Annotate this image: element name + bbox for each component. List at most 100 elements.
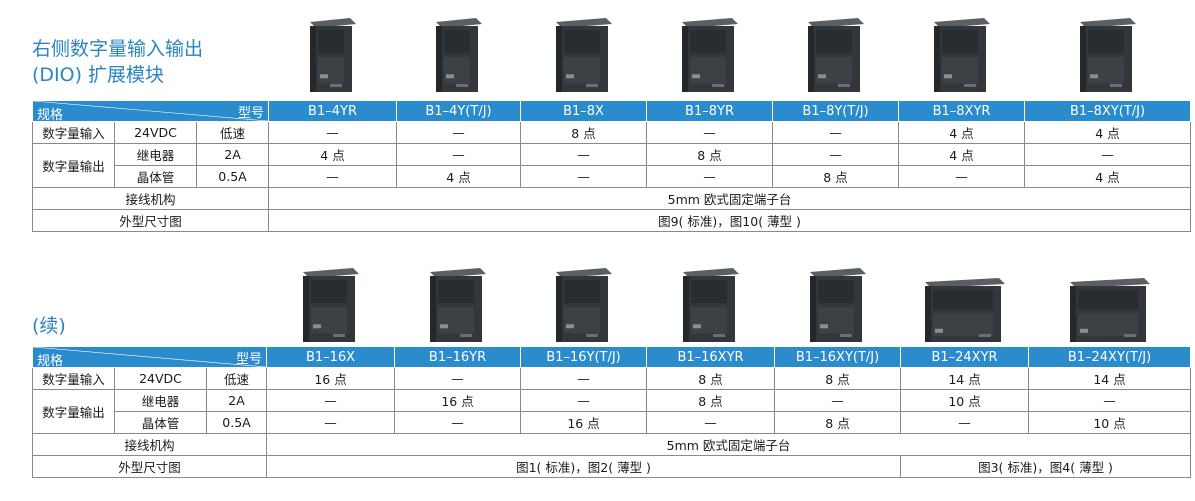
diagonal-divider	[35, 347, 264, 367]
value-cell: —	[268, 165, 398, 188]
value-cell: —	[772, 121, 900, 144]
value-cell: —	[394, 411, 522, 434]
model-header: B1–24XYR	[900, 346, 1030, 368]
input-speed: 低速	[195, 121, 270, 144]
module-photo-icon	[900, 266, 1028, 346]
value-cell: —	[898, 165, 1026, 188]
value-cell: —	[520, 165, 648, 188]
model-header: B1–16X	[266, 346, 396, 368]
corner-header-cell: 规格 型号	[31, 346, 268, 368]
value-cell: —	[520, 389, 648, 412]
model-header: B1–8XYR	[898, 100, 1026, 122]
wiring-label: 接线机构	[31, 433, 268, 456]
module-photo-icon	[646, 16, 772, 96]
module-photo-icon	[520, 16, 646, 96]
model-header: B1–16XYR	[646, 346, 776, 368]
wiring-value: 5mm 欧式固定端子台	[266, 433, 1192, 456]
table-row: 数字量输出 继电器 2A — 16 点 — 8 点 — 10 点 —	[32, 389, 1192, 434]
value-cell: 4 点	[1024, 121, 1192, 144]
value-cell: 10 点	[900, 389, 1030, 412]
value-cell: —	[646, 121, 774, 144]
table-row: 接线机构 5mm 欧式固定端子台	[31, 433, 1192, 456]
model-header: B1–8X	[520, 100, 648, 122]
wiring-value: 5mm 欧式固定端子台	[268, 187, 1192, 210]
value-cell: —	[520, 367, 648, 390]
value-cell: 8 点	[774, 367, 902, 390]
value-cell: 16 点	[266, 367, 396, 390]
table-row: 数字量输入 24VDC 低速 — — 8 点 — — 4 点 4 点	[32, 121, 1192, 144]
output-label: 数字量输出	[32, 143, 115, 188]
module-photo-icon	[266, 266, 394, 346]
section1-module-images	[268, 16, 1190, 96]
value-cell: —	[266, 411, 396, 434]
value-cell: —	[394, 367, 522, 390]
section2-title: (续)	[32, 315, 66, 337]
value-cell: 4 点	[268, 143, 398, 166]
relay-label: 继电器	[114, 389, 207, 412]
module-photo-icon	[520, 266, 646, 346]
table-row: 数字量输出 继电器 2A 4 点 — — 8 点 — 4 点 —	[32, 143, 1192, 188]
module-photo-icon	[268, 16, 396, 96]
value-cell: 8 点	[646, 143, 774, 166]
model-header: B1–4YR	[268, 100, 398, 122]
module-photo-icon	[898, 16, 1024, 96]
transistor-label: 晶体管	[114, 411, 207, 434]
transistor-label: 晶体管	[114, 165, 197, 188]
value-cell: —	[774, 389, 902, 412]
model-header: B1–16Y(T/J)	[520, 346, 648, 368]
value-cell: —	[900, 411, 1030, 434]
input-voltage: 24VDC	[114, 367, 207, 390]
value-cell: 16 点	[520, 411, 648, 434]
value-cell: —	[1024, 143, 1192, 166]
dimension-value: 图1( 标准)，图2( 薄型 )	[266, 455, 902, 478]
table-row: 外型尺寸图 图9( 标准)，图10( 薄型 )	[31, 209, 1192, 232]
section2-module-images	[266, 266, 1190, 346]
module-photo-icon	[646, 266, 774, 346]
output-label: 数字量输出	[32, 389, 115, 434]
corner-header-cell: 规格 型号	[31, 100, 270, 122]
corner-model-label: 型号	[238, 106, 265, 121]
value-cell: —	[396, 121, 522, 144]
value-cell: 8 点	[772, 165, 900, 188]
module-photo-icon	[1028, 266, 1190, 346]
value-cell: —	[646, 165, 774, 188]
value-cell: 8 点	[774, 411, 902, 434]
section1-title-line1: 右侧数字量输入输出	[32, 38, 204, 60]
value-cell: 14 点	[1028, 367, 1192, 390]
diagonal-divider	[35, 101, 266, 121]
input-speed: 低速	[205, 367, 268, 390]
value-cell: 4 点	[898, 143, 1026, 166]
corner-model-label: 型号	[236, 352, 263, 367]
relay-current: 2A	[205, 389, 268, 412]
module-photo-icon	[394, 266, 520, 346]
table-row: 外型尺寸图 图1( 标准)，图2( 薄型 ) 图3( 标准)，图4( 薄型 )	[31, 455, 1192, 478]
table-row: 数字量输入 24VDC 低速 16 点 — — 8 点 8 点 14 点 14 …	[32, 367, 1192, 390]
section1-title: 右侧数字量输入输出 (DIO) 扩展模块	[32, 36, 203, 88]
transistor-current: 0.5A	[205, 411, 268, 434]
value-cell: 4 点	[1024, 165, 1192, 188]
model-header: B1–24XY(T/J)	[1028, 346, 1192, 368]
table-row: 晶体管 0.5A — 4 点 — — 8 点 — 4 点	[33, 165, 1192, 188]
table-row: 晶体管 0.5A — — 16 点 — 8 点 — 10 点	[33, 411, 1192, 434]
corner-spec-label: 规格	[37, 108, 64, 122]
model-header: B1–8YR	[646, 100, 774, 122]
model-header: B1–8Y(T/J)	[772, 100, 900, 122]
input-label: 数字量输入	[32, 121, 115, 144]
value-cell: —	[646, 411, 776, 434]
value-cell: —	[266, 389, 396, 412]
section1-title-line2: (DIO) 扩展模块	[32, 64, 165, 86]
input-label: 数字量输入	[32, 367, 115, 390]
value-cell: 8 点	[646, 367, 776, 390]
module-photo-icon	[772, 16, 898, 96]
value-cell: —	[520, 143, 648, 166]
dimension-label: 外型尺寸图	[31, 209, 270, 232]
value-cell: —	[1028, 389, 1192, 412]
model-header: B1–8XY(T/J)	[1024, 100, 1192, 122]
relay-current: 2A	[195, 143, 270, 166]
transistor-current: 0.5A	[195, 165, 270, 188]
value-cell: 14 点	[900, 367, 1030, 390]
section1-spec-table: 规格 型号 B1–4YR B1–4Y(T/J) B1–8X B1–8YR B1–…	[31, 100, 1192, 232]
value-cell: 8 点	[520, 121, 648, 144]
value-cell: 4 点	[898, 121, 1026, 144]
wiring-label: 接线机构	[31, 187, 270, 210]
